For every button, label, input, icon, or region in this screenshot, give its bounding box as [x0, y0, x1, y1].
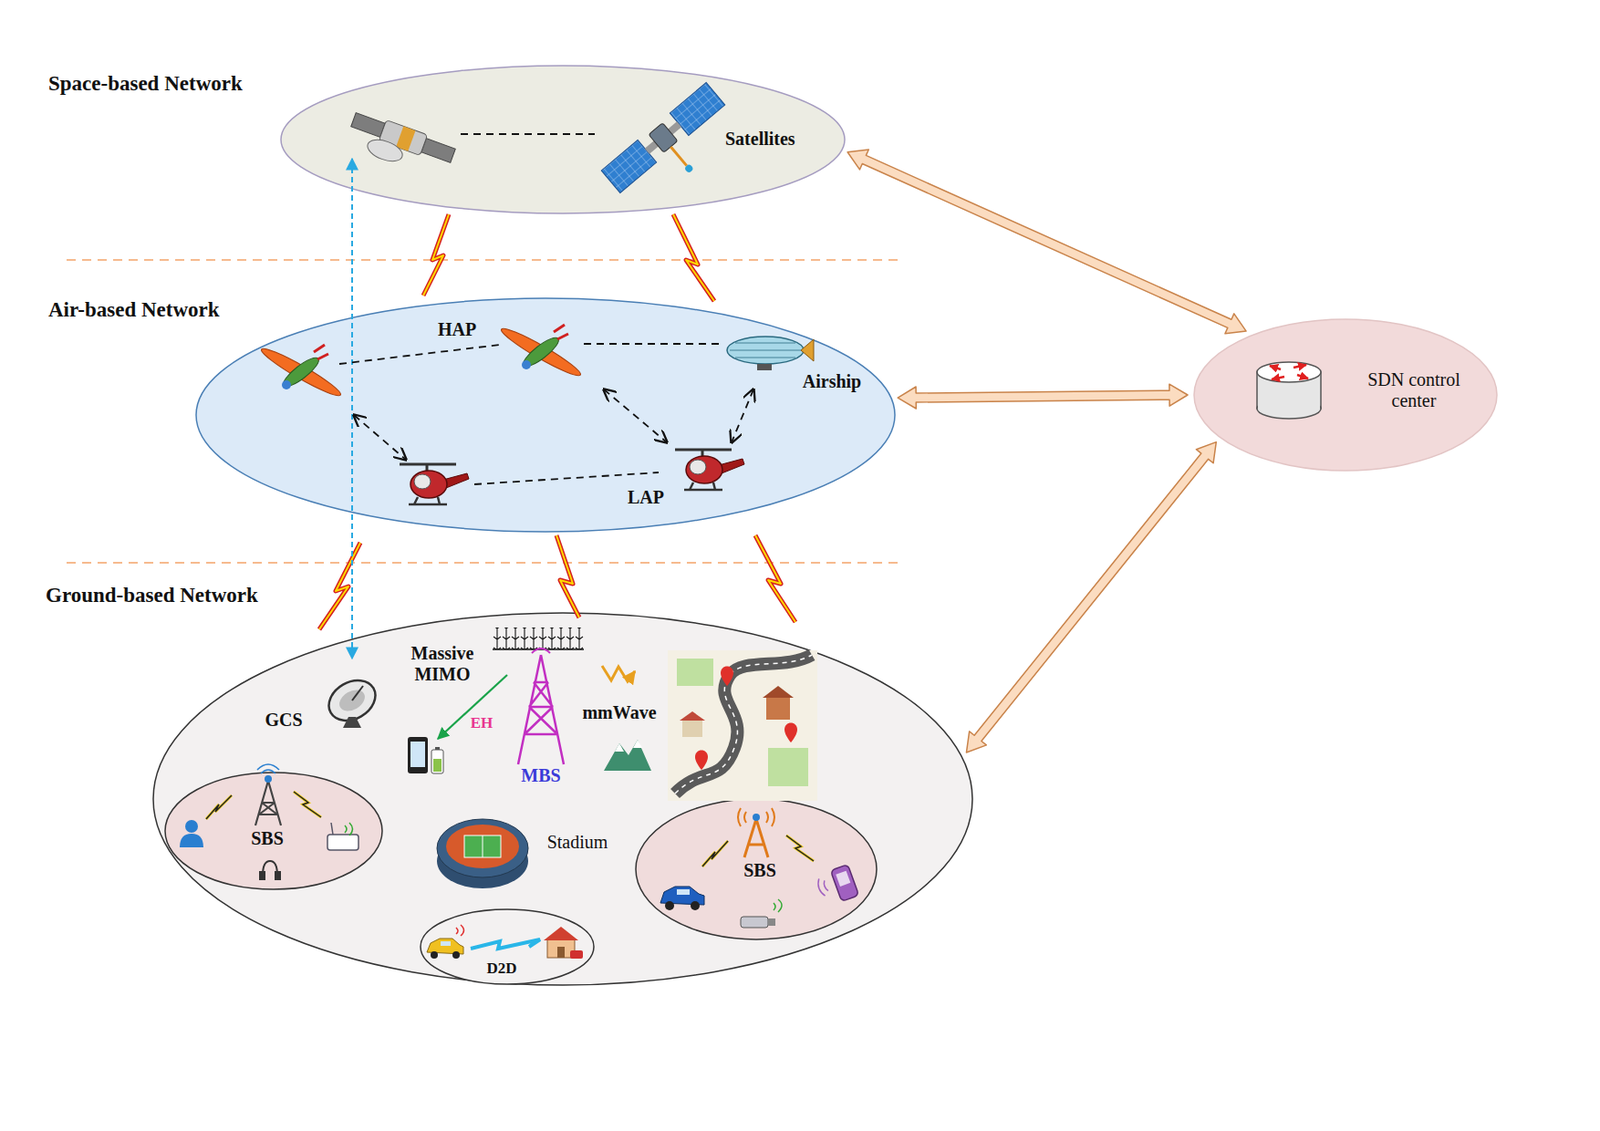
ellipse-outline	[195, 297, 896, 533]
small-base-station-antenna	[737, 808, 775, 858]
layer-heading: Ground-based Network	[45, 583, 259, 608]
sbs-label: SBS	[250, 828, 284, 850]
usb-modem-icon	[740, 899, 782, 928]
bidirectional-control-arrow	[966, 442, 1216, 753]
technology-label: mmWave	[581, 702, 656, 724]
ellipse-shape	[635, 799, 877, 940]
satellite-icon	[601, 83, 744, 216]
space-network-ellipse: Space-based NetworkSatellites	[280, 64, 846, 215]
car-icon	[660, 886, 705, 911]
city-map-illustration	[667, 650, 818, 801]
small-base-station-tower	[255, 764, 281, 826]
ellipse-shape	[153, 612, 973, 986]
sdn-control-ellipse: SDN control center	[1193, 318, 1498, 472]
venue-label: Stadium	[547, 831, 609, 853]
ellipse-shape	[1194, 319, 1497, 471]
user-icon	[179, 820, 204, 848]
stadium-icon	[436, 819, 529, 889]
bidirectional-control-arrow	[847, 149, 1247, 334]
technology-label: EH	[470, 714, 494, 733]
ellipse-shape	[420, 909, 594, 985]
sdn-router-icon	[1257, 362, 1321, 419]
d2d-link-bolt	[470, 939, 541, 949]
satellite-ground-link	[351, 158, 354, 659]
satellite-icon	[343, 109, 457, 182]
wireless-link-bolt	[319, 214, 796, 630]
d2d-label: D2D	[486, 959, 517, 978]
helicopter-icon	[675, 449, 745, 490]
layer-heading: Space-based Network	[48, 72, 243, 96]
sdn-label: SDN control center	[1354, 369, 1474, 412]
satellites-label: Satellites	[725, 128, 796, 150]
small-wireless-bolt	[206, 791, 322, 820]
mobile-phone-icon	[814, 864, 859, 908]
aircraft-icon	[258, 343, 344, 401]
platform-label: Airship	[802, 371, 862, 393]
layer-heading: Air-based Network	[48, 298, 220, 323]
layer-separator	[66, 259, 904, 563]
technology-label: Massive MIMO	[396, 643, 489, 686]
energy-harvesting-arrow	[437, 675, 508, 739]
mmwave-icon	[602, 665, 635, 682]
airship-icon	[727, 336, 814, 371]
house-icon	[543, 926, 583, 959]
station-label: MBS	[520, 765, 561, 787]
headset-icon	[259, 861, 281, 880]
platform-label: HAP	[437, 319, 477, 341]
bidirectional-control-arrow	[897, 384, 1188, 409]
ellipse-shape	[165, 772, 383, 890]
small-cell-ellipse: SBS	[164, 771, 384, 891]
car-icon	[426, 924, 465, 959]
aircraft-icon	[498, 323, 584, 381]
station-label: GCS	[264, 709, 302, 731]
sbs-label: SBS	[743, 860, 777, 882]
ellipse-shape	[280, 65, 845, 214]
ellipse-shape	[196, 298, 895, 532]
small-wireless-bolt	[702, 835, 814, 867]
inter-satellite-link	[460, 133, 595, 136]
ground-control-station-dish	[322, 672, 384, 729]
platform-label: LAP	[627, 487, 665, 509]
phone-battery-icon	[407, 737, 444, 774]
massive-mimo-array	[492, 627, 584, 650]
ellipse-outline	[1193, 318, 1498, 472]
air-network-ellipse: Air-based Network	[195, 297, 896, 533]
helicopter-icon	[399, 464, 469, 505]
macro-base-station-tower	[518, 648, 564, 765]
router-icon	[327, 822, 359, 851]
mountain-icon	[603, 739, 652, 771]
